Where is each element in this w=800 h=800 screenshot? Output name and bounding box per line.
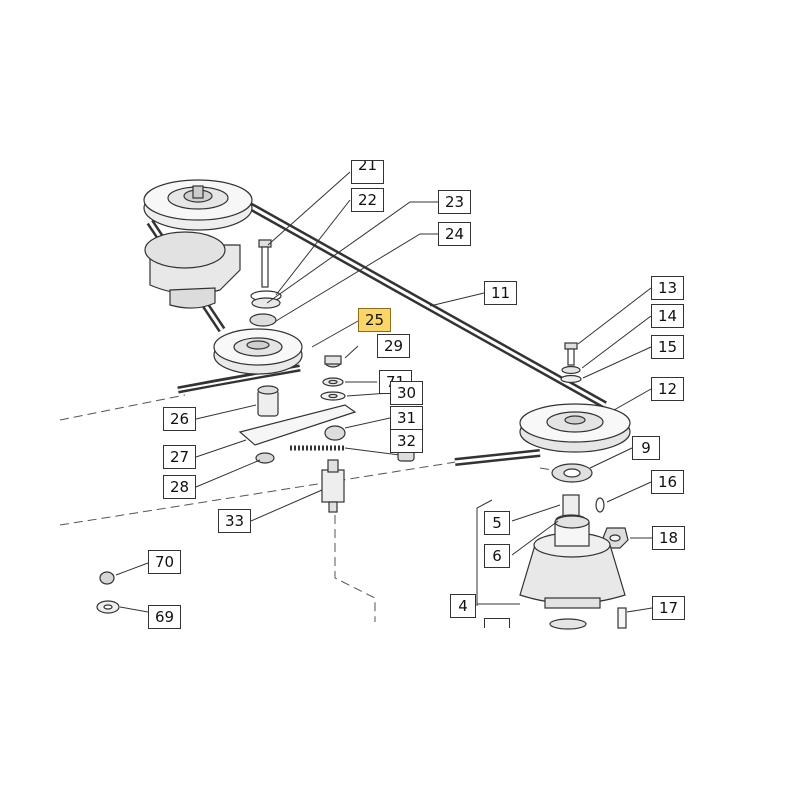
callout-26[interactable]: 26 <box>163 407 196 431</box>
callout-22[interactable]: 22 <box>351 188 384 212</box>
callout-31-label: 31 <box>396 409 417 427</box>
callout-32-label: 32 <box>396 432 417 450</box>
callout-24[interactable]: 24 <box>438 222 471 246</box>
callout-17-label: 17 <box>658 599 679 617</box>
callout-69-label: 69 <box>154 608 175 626</box>
callout-21[interactable]: 21 <box>351 160 384 184</box>
dashed-reference-lines <box>59 394 553 622</box>
callout-30-label: 30 <box>396 384 417 402</box>
callout-32[interactable]: 32 <box>390 429 423 453</box>
callout-28-label: 28 <box>169 478 190 496</box>
callout-33-label: 33 <box>224 512 245 530</box>
callout-29[interactable]: 29 <box>377 334 410 358</box>
callout-9-label: 9 <box>641 439 651 457</box>
callout-69[interactable]: 69 <box>148 605 181 629</box>
callout-18-label: 18 <box>658 529 679 547</box>
callout-14-label: 14 <box>657 307 678 325</box>
callout-70-label: 70 <box>154 553 175 571</box>
callout-15[interactable]: 15 <box>651 335 684 359</box>
callout-14[interactable]: 14 <box>651 304 684 328</box>
callout-33[interactable]: 33 <box>218 509 251 533</box>
left-spindle-pulley <box>143 179 253 309</box>
callout-16-label: 16 <box>657 473 678 491</box>
lower-spindle-housing <box>519 515 627 630</box>
callout-31[interactable]: 31 <box>390 406 423 430</box>
idler-assembly <box>213 239 303 375</box>
callout-4[interactable]: 4 <box>450 594 476 618</box>
callout-9[interactable]: 9 <box>632 436 660 460</box>
callout-6-label: 6 <box>492 547 502 565</box>
callout-22-label: 22 <box>357 191 378 209</box>
callout-15-label: 15 <box>657 338 678 356</box>
callout-23-label: 23 <box>444 193 465 211</box>
callout-11-label: 11 <box>490 284 511 302</box>
callout-5[interactable]: 5 <box>484 511 510 535</box>
callout-26-label: 26 <box>169 410 190 428</box>
callout-13[interactable]: 13 <box>651 276 684 300</box>
callout-partial-cropped <box>484 618 510 628</box>
callout-4-label: 4 <box>458 597 468 615</box>
callout-12-label: 12 <box>657 380 678 398</box>
tensioner-parts <box>96 355 415 614</box>
callout-13-label: 13 <box>657 279 678 297</box>
callout-27-label: 27 <box>169 448 190 466</box>
callout-11[interactable]: 11 <box>484 281 517 305</box>
callout-25-highlighted[interactable]: 25 <box>358 308 391 332</box>
leader-lines <box>115 171 653 613</box>
callout-70[interactable]: 70 <box>148 550 181 574</box>
callout-6[interactable]: 6 <box>484 544 510 568</box>
callout-24-label: 24 <box>444 225 465 243</box>
callout-16[interactable]: 16 <box>651 470 684 494</box>
callout-21-label: 21 <box>357 160 378 174</box>
callout-5-label: 5 <box>492 514 502 532</box>
callout-29-label: 29 <box>383 337 404 355</box>
callout-23[interactable]: 23 <box>438 190 471 214</box>
callout-30[interactable]: 30 <box>390 381 423 405</box>
callout-28[interactable]: 28 <box>163 475 196 499</box>
callout-27[interactable]: 27 <box>163 445 196 469</box>
callout-18[interactable]: 18 <box>652 526 685 550</box>
callout-17[interactable]: 17 <box>652 596 685 620</box>
callout-25-label: 25 <box>364 311 385 329</box>
callout-12[interactable]: 12 <box>651 377 684 401</box>
